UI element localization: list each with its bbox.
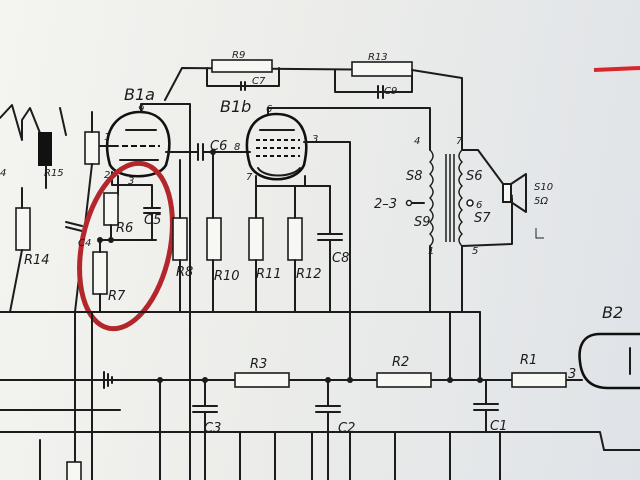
supply-filter-chain [157,311,567,480]
t-input-label: 2–3 [374,197,397,212]
c9-label: C9 [384,86,397,97]
r1-label: R1 [520,353,537,368]
r12-label: R12 [296,267,322,282]
b2-tube [578,332,640,390]
r11-resistor [248,217,264,261]
s8-label: S8 [406,169,423,184]
c8-label: C8 [332,251,349,266]
b1b-pin3: 3 [312,134,318,145]
feedback-network-r13-c9 [334,61,463,151]
t-pin4: 4 [414,136,420,147]
c2-label: C2 [338,421,355,436]
b1b-tube [245,107,431,313]
c5-label: C5 [144,213,161,228]
red-mark [593,66,640,72]
s10-value: 5Ω [534,196,548,207]
r8-label: R8 [176,265,193,280]
c6-label: C6 [210,139,227,154]
c7-label: C7 [252,76,266,87]
left-section [0,104,100,313]
c4-label: C4 [78,238,91,249]
b1a-tube [99,103,191,331]
s6-label: S6 [466,169,483,184]
r12-resistor [287,217,303,261]
b1b-pin7: 7 [246,172,253,183]
highlight-circle [77,160,175,332]
cathode-network [92,192,161,313]
s9-label: S9 [414,215,431,230]
t-pin6: 6 [476,200,482,211]
s7-label: S7 [474,211,491,226]
r7-resistor [92,251,108,295]
b1b-label: B1b [220,97,251,116]
r13-label: R13 [368,52,388,63]
edge-4-label: 4 [0,168,6,179]
b1a-pin9: 9 [138,104,144,115]
r14-resistor [15,207,31,251]
r3-label: R3 [250,357,267,372]
b1a-label: B1a [124,85,155,104]
b1b-pin8: 8 [234,142,240,153]
r3-resistor [234,372,290,388]
b1b-pin6: 6 [266,104,272,115]
coupling-c6 [165,143,251,313]
r10-resistor [206,217,222,261]
r9-label: R9 [232,50,245,61]
r13-resistor [351,61,413,77]
b1a-pin1: 1 [104,132,110,143]
r2-label: R2 [392,355,409,370]
r8-resistor [172,217,188,261]
b2-pin3: 3 [568,367,576,382]
rails [0,311,640,480]
b1a-pin2: 2 [104,170,110,181]
s10-label: S10 [534,182,553,193]
r15-dark-resistor [38,132,52,166]
c1-label: C1 [490,419,507,434]
r2-resistor [376,372,432,388]
output-transformer [405,149,513,313]
r1-resistor [511,372,567,388]
r11-label: R11 [256,267,282,282]
b2-label: B2 [602,303,623,322]
r6-label: R6 [116,221,133,236]
r15-label: R15 [44,168,64,179]
r10-label: R10 [214,269,240,284]
r14-label: R14 [24,253,50,268]
t-pin7: 7 [456,136,463,147]
b1b-cathode-network [248,185,343,313]
t-pin5: 5 [472,246,478,257]
r7-label: R7 [108,289,126,304]
b1a-pin3: 3 [128,176,134,187]
c3-label: C3 [204,421,221,436]
t-pin1: 1 [428,246,434,257]
speaker-s10 [502,173,544,239]
